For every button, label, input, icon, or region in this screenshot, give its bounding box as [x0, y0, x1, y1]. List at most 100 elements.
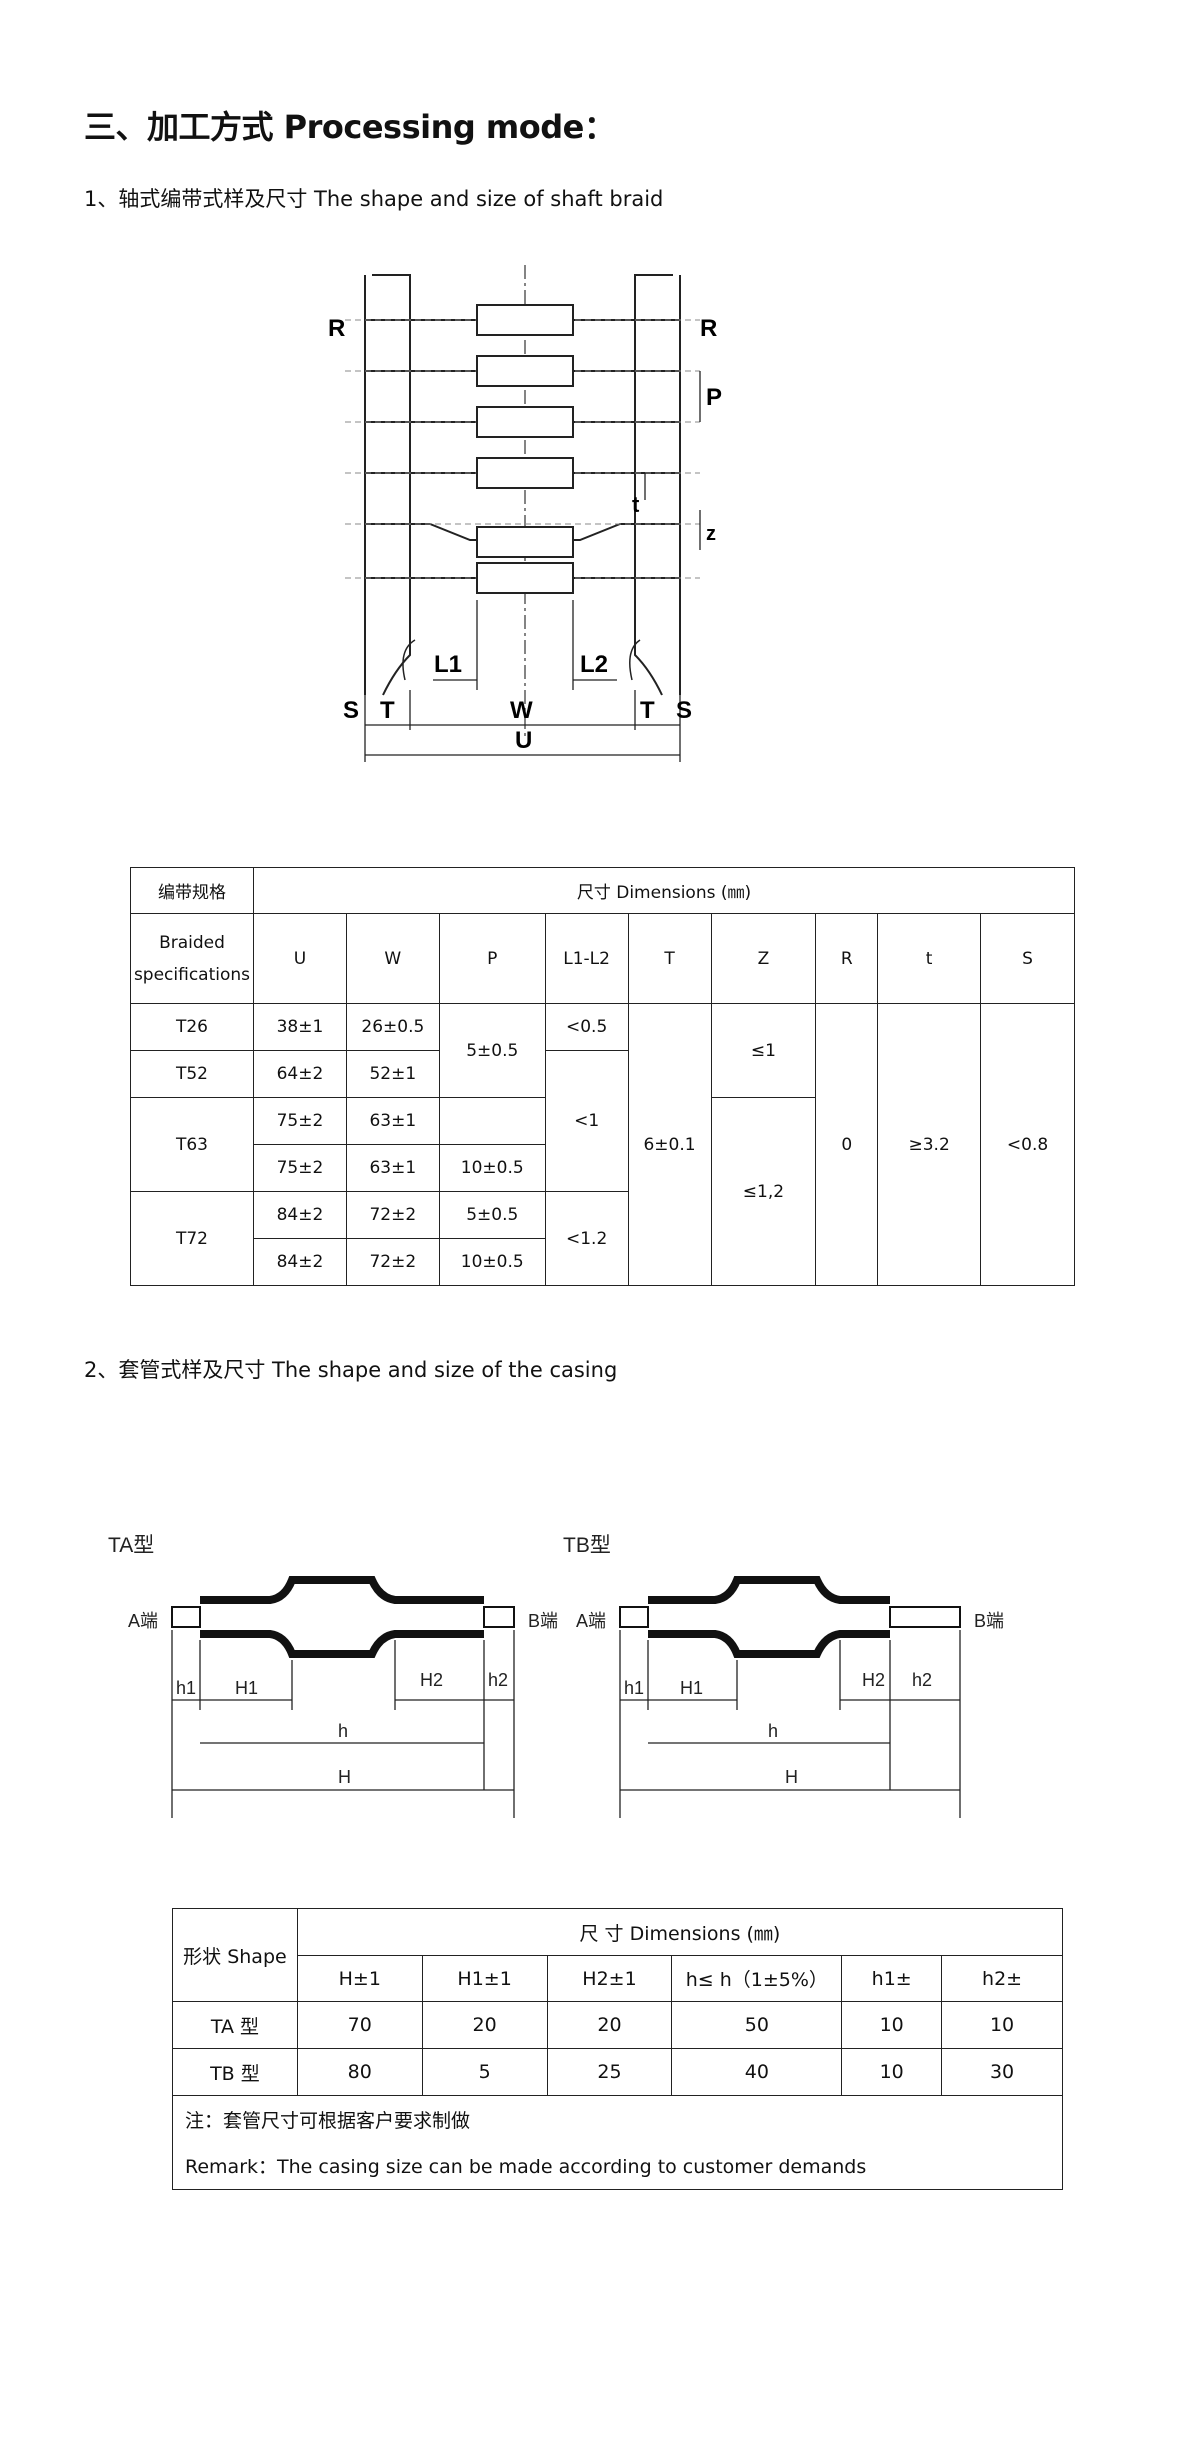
cell-U: 64±2: [252, 1050, 347, 1098]
tb-end-a: A端: [576, 1611, 606, 1631]
head-shape: 形状 Shape: [172, 1908, 298, 2002]
table-row: T26 38±1 26±0.5 5±0.5 <0.5 6±0.1 ≤1 0 ≥3…: [130, 1003, 1075, 1286]
cell-P: 5±0.5: [438, 1191, 546, 1239]
cell-H: 80: [296, 2048, 423, 2096]
cell-H2: 20: [546, 2001, 673, 2049]
cell-W: 63±1: [345, 1144, 440, 1192]
section-1-title: 1、轴式编带式样及尺寸 The shape and size of shaft …: [84, 187, 664, 211]
cell-H1: 5: [421, 2048, 548, 2096]
cell-spec: T72: [130, 1191, 254, 1286]
tb-casing: A端 B端 h1 H1 H2 h2 h H: [576, 1576, 1004, 1818]
tb-h: h: [768, 1721, 778, 1741]
cell-spec: T63: [130, 1097, 254, 1192]
cell-spec: T26: [130, 1003, 254, 1051]
col-H1: H1±1: [421, 1955, 548, 2002]
col-Z: Z: [710, 913, 817, 1004]
cell-U: 75±2: [252, 1144, 347, 1192]
note-en: Remark：The casing size can be made accor…: [172, 2142, 1063, 2190]
label-R-right: R: [700, 315, 717, 342]
ta-title: TA型: [108, 1534, 154, 1557]
col-W: W: [345, 913, 440, 1004]
tb-h2: h2: [912, 1670, 932, 1690]
cell-Z: ≤1: [710, 1003, 817, 1098]
cell-t: ≥3.2: [877, 1003, 982, 1286]
col-T: T: [627, 913, 712, 1004]
note-cn: 注：套管尺寸可根据客户要求制做: [172, 2095, 1063, 2143]
label-t: t: [632, 492, 640, 517]
cell-h1: 10: [841, 2048, 943, 2096]
casing-diagrams: TA型 TB型 A端 B端 h1 H1 H2: [108, 1534, 1004, 1818]
table-row: 75±2 63±1 10±0.5: [131, 1144, 1075, 1192]
label-U: U: [515, 727, 532, 754]
label-R-left: R: [328, 315, 345, 342]
ta-h1: h1: [176, 1678, 196, 1698]
head-spec-cn: 编带规格: [130, 867, 254, 914]
tb-end-b: B端: [974, 1611, 1004, 1631]
col-h2: h2±: [941, 1955, 1063, 2002]
col-U: U: [252, 913, 347, 1004]
label-S-right: S: [676, 697, 692, 724]
cell-W: 63±1: [345, 1097, 440, 1145]
table-row: T63 75±2 63±1 ≤1,2: [130, 1097, 1075, 1286]
tb-H: H: [785, 1767, 798, 1787]
cell-H2: 25: [546, 2048, 673, 2096]
page-heading: 三、加工方式 Processing mode：: [84, 108, 616, 146]
cell-h1: 10: [841, 2001, 943, 2049]
cell-H1: 20: [421, 2001, 548, 2049]
cell-S: <0.8: [980, 1003, 1075, 1286]
casing-spec-table: 形状 Shape 尺 寸 Dimensions (㎜) H±1 H1±1 H2±…: [172, 1908, 1064, 2190]
cell-W: 26±0.5: [345, 1003, 440, 1051]
tb-title: TB型: [563, 1534, 611, 1557]
ta-H1: H1: [235, 1678, 258, 1698]
table-row: TB 型 80 5 25 40 10 30: [172, 2048, 1063, 2096]
cell-U: 75±2: [252, 1097, 347, 1145]
label-L2: L2: [580, 651, 608, 678]
cell-W: 52±1: [345, 1050, 440, 1098]
tb-h1: h1: [624, 1678, 644, 1698]
label-W: W: [510, 697, 533, 724]
col-H: H±1: [296, 1955, 423, 2002]
head-spec-en: Braided specifications: [130, 913, 254, 1004]
col-P: P: [438, 913, 546, 1004]
col-h1: h1±: [841, 1955, 943, 2002]
col-L1-L2: L1-L2: [544, 913, 629, 1004]
label-T-left: T: [380, 697, 395, 724]
cell-H: 70: [296, 2001, 423, 2049]
tb-H2: H2: [862, 1670, 885, 1690]
ta-h: h: [338, 1721, 348, 1741]
cell-P: 10±0.5: [438, 1238, 546, 1286]
cell-name: TB 型: [172, 2048, 298, 2096]
cell-R: 0: [815, 1003, 879, 1286]
col-H2: H2±1: [546, 1955, 673, 2002]
cell-h: 40: [671, 2048, 843, 2096]
head-dimensions: 尺寸 Dimensions (㎜): [252, 867, 1076, 914]
cell-h2: 10: [941, 2001, 1063, 2049]
cell-L: <0.5: [544, 1003, 629, 1051]
ta-H2: H2: [420, 1670, 443, 1690]
cell-L: <1: [544, 1050, 629, 1192]
cell-P: 10±0.5: [438, 1144, 546, 1192]
cell-T: 6±0.1: [627, 1003, 712, 1286]
cell-P-empty: [438, 1097, 546, 1145]
head-spec-en-1: Braided: [159, 932, 225, 953]
label-T-right: T: [640, 697, 655, 724]
cell-P-merged: 5±0.5: [438, 1003, 546, 1098]
label-P: P: [706, 384, 722, 411]
table-row: TA 型 70 20 20 50 10 10: [172, 2001, 1063, 2049]
ta-end-b: B端: [528, 1611, 558, 1631]
label-S-left: S: [343, 697, 359, 724]
cell-W: 72±2: [345, 1238, 440, 1286]
cell-h: 50: [671, 2001, 843, 2049]
table-row: T72 84±2 72±2 5±0.5 <1.2: [130, 1191, 1075, 1286]
ta-end-a: A端: [128, 1611, 158, 1631]
cell-h2: 30: [941, 2048, 1063, 2096]
col-h: h≤ h（1±5%）: [671, 1955, 843, 2002]
col-t: t: [877, 913, 982, 1004]
col-R: R: [815, 913, 879, 1004]
label-z: z: [706, 523, 716, 545]
table-row: T52 64±2 52±1 <1: [130, 1050, 1075, 1192]
cell-L: <1.2: [544, 1191, 629, 1286]
col-S: S: [980, 913, 1075, 1004]
ta-h2: h2: [488, 1670, 508, 1690]
cell-W: 72±2: [345, 1191, 440, 1239]
